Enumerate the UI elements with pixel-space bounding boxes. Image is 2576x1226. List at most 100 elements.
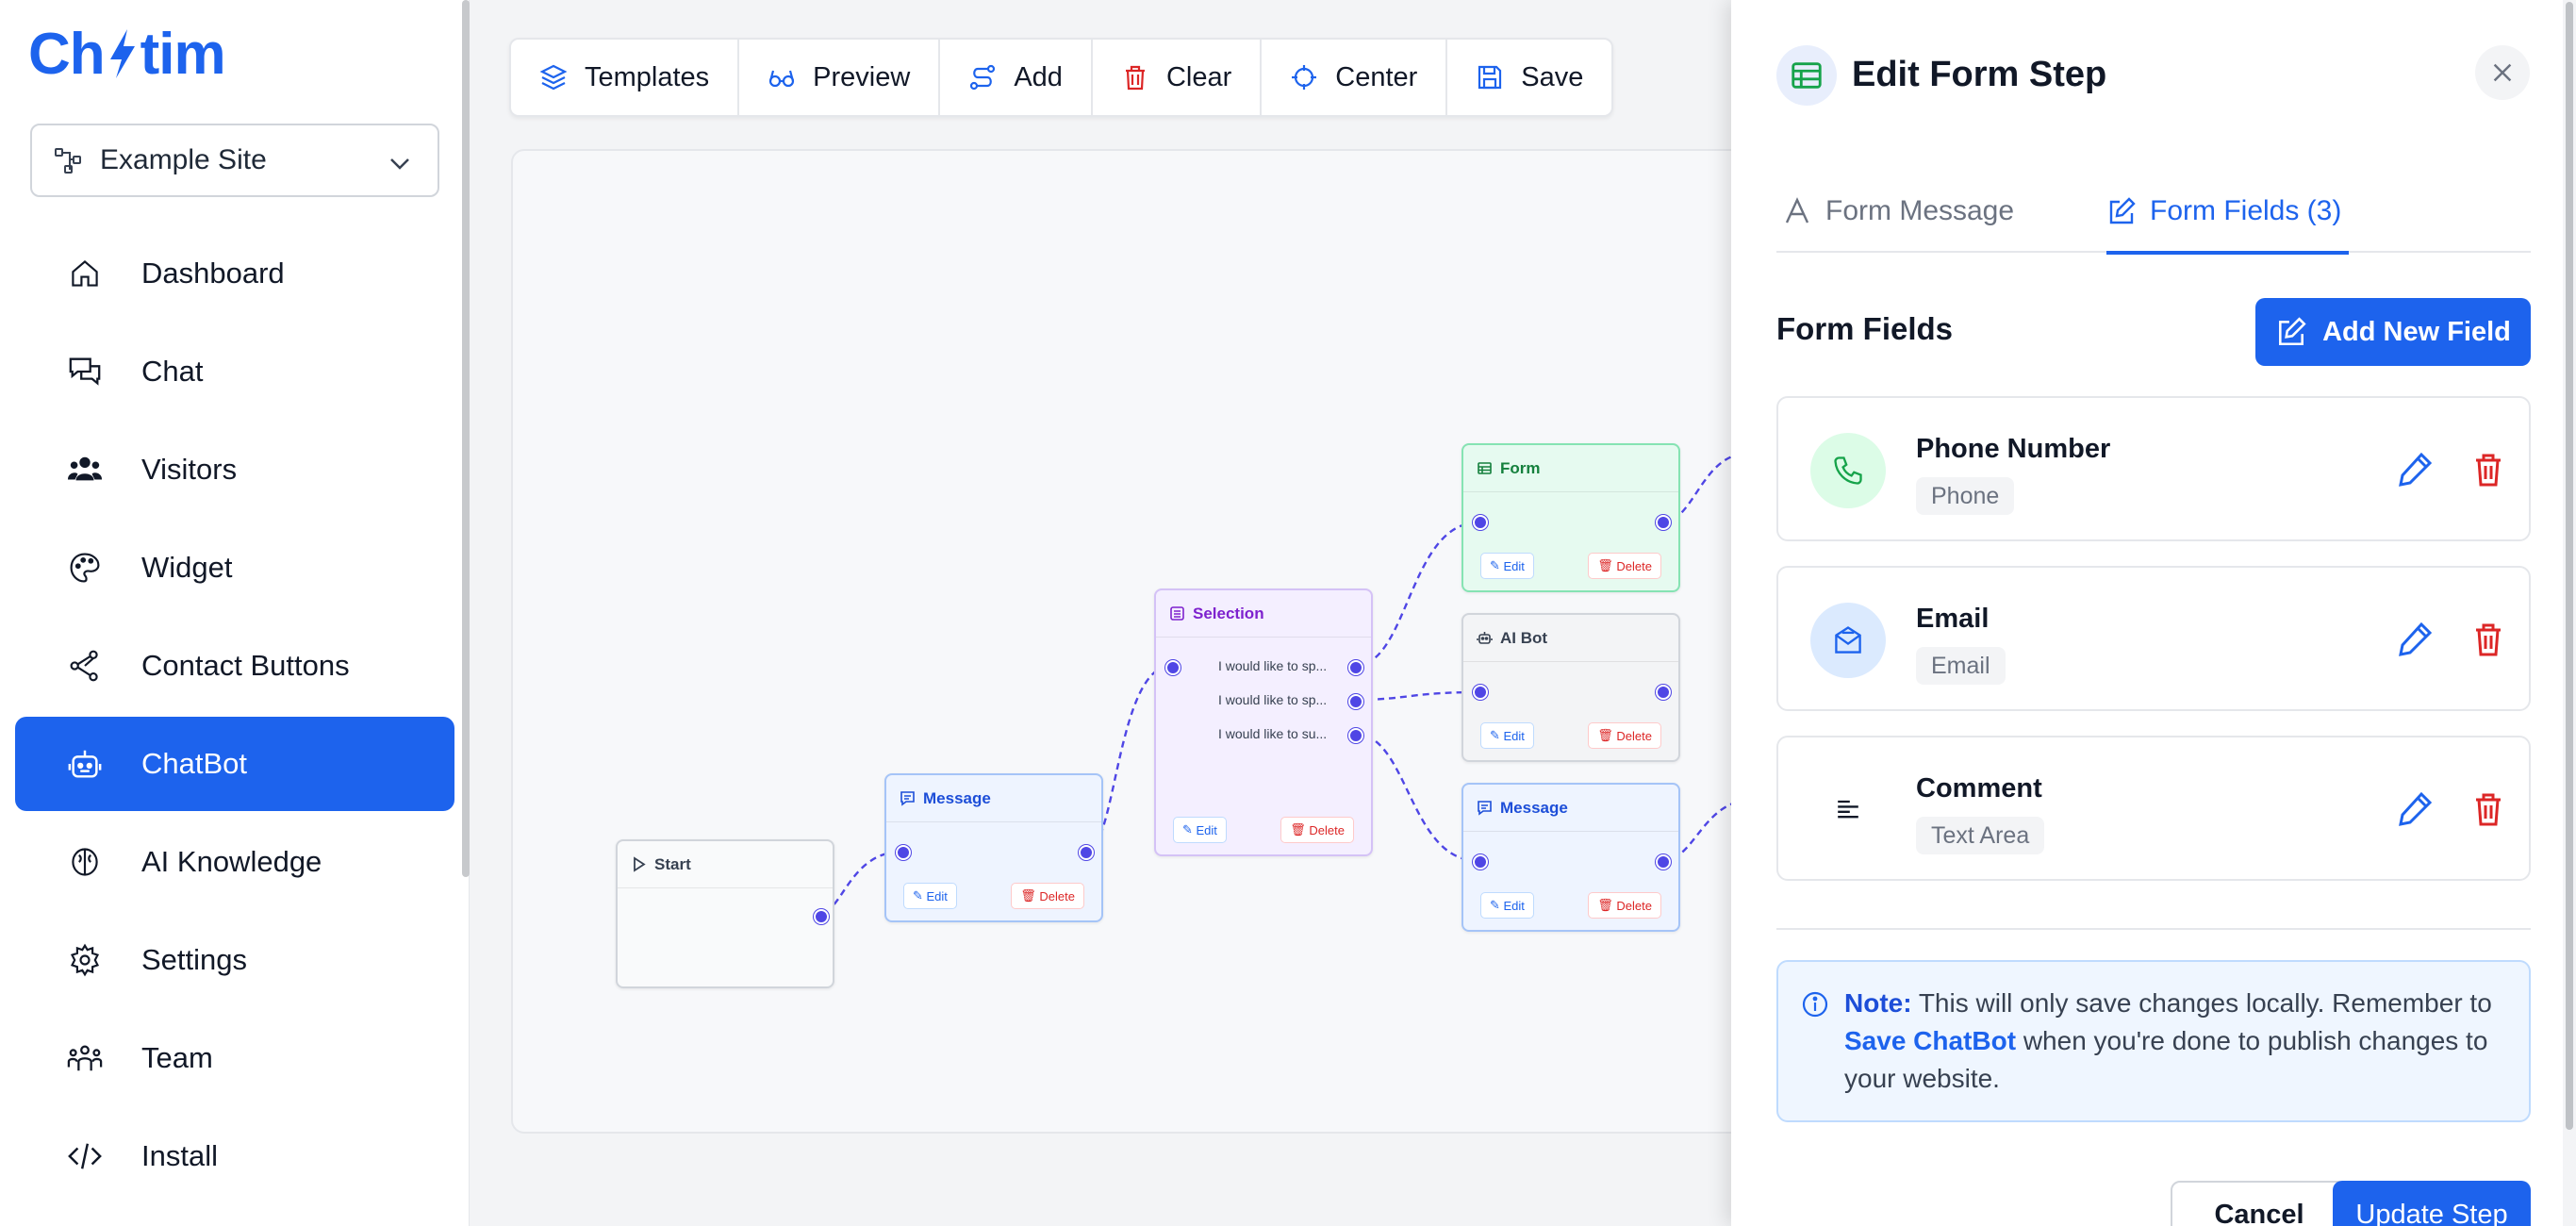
output-port[interactable] — [1656, 515, 1671, 530]
flow-canvas[interactable]: Start Message ✎ Edit 🗑 Delete Selection … — [511, 149, 1831, 1134]
sidebar-item-widget[interactable]: Widget — [15, 521, 454, 615]
edge-selection-form — [1354, 521, 1479, 668]
node-delete-button[interactable]: 🗑 Delete — [1280, 817, 1354, 843]
pencil-icon[interactable] — [2395, 620, 2435, 659]
field-card-email[interactable]: Email Email — [1776, 566, 2531, 711]
output-port[interactable] — [1348, 694, 1363, 709]
sidebar-item-chat[interactable]: Chat — [15, 324, 454, 419]
flow-node-ai-bot[interactable]: AI Bot ✎ Edit 🗑 Delete — [1461, 613, 1680, 762]
node-delete-button[interactable]: 🗑 Delete — [1588, 892, 1661, 919]
sidebar-item-visitors[interactable]: Visitors — [15, 422, 454, 517]
pen-square-icon — [2109, 197, 2136, 224]
scrollbar-thumb[interactable] — [2566, 2, 2573, 1130]
robot-icon — [1477, 632, 1493, 644]
sitemap-icon — [55, 148, 81, 174]
info-icon — [1802, 991, 1828, 1018]
site-selector[interactable]: Example Site — [30, 124, 439, 197]
list-icon — [1170, 606, 1184, 621]
clear-button[interactable]: Clear — [1093, 40, 1263, 115]
sidebar-item-label: Install — [141, 1139, 218, 1172]
field-type-badge: Text Area — [1916, 817, 2045, 854]
sidebar-item-dashboard[interactable]: Dashboard — [15, 226, 454, 321]
templates-button[interactable]: Templates — [511, 40, 740, 115]
cancel-button[interactable]: Cancel — [2171, 1181, 2348, 1226]
bolt-icon — [109, 29, 135, 78]
field-name: Comment — [1916, 773, 2042, 804]
node-edit-button[interactable]: ✎ Edit — [1480, 722, 1534, 749]
flow-node-message[interactable]: Message ✎ Edit 🗑 Delete — [1461, 783, 1680, 932]
sidebar-item-ai-knowledge[interactable]: AI Knowledge — [15, 815, 454, 909]
sidebar-item-label: Team — [141, 1041, 213, 1074]
layers-icon — [539, 64, 568, 91]
input-port[interactable] — [1473, 515, 1488, 530]
trash-icon[interactable] — [2469, 620, 2508, 659]
node-edit-button[interactable]: ✎ Edit — [1480, 892, 1534, 919]
palette-icon — [70, 553, 100, 583]
save-chatbot-link[interactable]: Save ChatBot — [1844, 1026, 2017, 1055]
trash-icon: 🗑 — [1020, 888, 1040, 903]
node-delete-button[interactable]: 🗑 Delete — [1011, 883, 1084, 909]
input-port[interactable] — [896, 845, 911, 860]
save-button[interactable]: Save — [1447, 40, 1611, 115]
output-port[interactable] — [1348, 660, 1363, 675]
sidebar-scrollbar[interactable] — [462, 0, 470, 877]
flow-node-form[interactable]: Form ✎ Edit 🗑 Delete — [1461, 443, 1680, 592]
close-button[interactable] — [2475, 45, 2530, 100]
input-port[interactable] — [1165, 660, 1181, 675]
sidebar-item-install[interactable]: Install — [15, 1109, 454, 1203]
output-port[interactable] — [1656, 854, 1671, 870]
chatim-logo[interactable]: Ch tim — [28, 21, 226, 87]
tab-label: Form Message — [1825, 195, 2015, 226]
node-header: Form — [1463, 445, 1678, 492]
output-port[interactable] — [1079, 845, 1094, 860]
gear-icon — [70, 943, 100, 977]
edge-selection-aibot — [1354, 690, 1479, 702]
sidebar-item-contact-buttons[interactable]: Contact Buttons — [15, 619, 454, 713]
note-text-1: This will only save changes locally. Rem… — [1918, 988, 2492, 1018]
sidebar-item-team[interactable]: Team — [15, 1011, 454, 1105]
node-edit-button[interactable]: ✎ Edit — [1173, 817, 1227, 843]
pencil-icon[interactable] — [2395, 450, 2435, 489]
flow-node-message[interactable]: Message ✎ Edit 🗑 Delete — [884, 773, 1103, 922]
trash-icon[interactable] — [2469, 450, 2508, 489]
field-card-phone[interactable]: Phone Number Phone — [1776, 396, 2531, 541]
add-new-field-button[interactable]: Add New Field — [2255, 298, 2531, 366]
node-edit-button[interactable]: ✎ Edit — [903, 883, 957, 909]
node-edit-button[interactable]: ✎ Edit — [1480, 553, 1534, 579]
edit-label: Edit — [1503, 558, 1525, 573]
output-port[interactable] — [814, 909, 829, 924]
sidebar-item-settings[interactable]: Settings — [15, 913, 454, 1007]
text-lines-icon — [1810, 772, 1886, 848]
flow-node-selection[interactable]: Selection I would like to sp... I would … — [1154, 588, 1373, 856]
trash-icon: 🗑 — [1597, 898, 1617, 912]
center-button[interactable]: Center — [1262, 40, 1448, 115]
node-delete-button[interactable]: 🗑 Delete — [1588, 722, 1661, 749]
update-step-button[interactable]: Update Step — [2333, 1181, 2531, 1226]
edit-icon: ✎ — [1182, 822, 1197, 837]
edit-form-step-panel: Edit Form Step Form Message Form Fields … — [1731, 0, 2576, 1226]
sidebar-item-chatbot[interactable]: ChatBot — [15, 717, 454, 811]
field-card-comment[interactable]: Comment Text Area — [1776, 736, 2531, 881]
preview-button[interactable]: Preview — [739, 40, 941, 115]
input-port[interactable] — [1473, 685, 1488, 700]
tab-form-fields[interactable]: Form Fields (3) — [2106, 170, 2350, 255]
output-port[interactable] — [1656, 685, 1671, 700]
node-delete-button[interactable]: 🗑 Delete — [1588, 553, 1661, 579]
sidebar-item-label: Chat — [141, 355, 204, 388]
pen-square-icon — [2279, 317, 2306, 346]
add-new-field-label: Add New Field — [2322, 316, 2511, 347]
flow-node-start[interactable]: Start — [616, 839, 834, 988]
output-port[interactable] — [1348, 728, 1363, 743]
divider — [1776, 928, 2531, 930]
tab-form-message[interactable]: Form Message — [1782, 170, 2014, 253]
node-header: Selection — [1156, 590, 1371, 638]
trash-icon[interactable] — [2469, 789, 2508, 829]
envelope-icon — [1810, 603, 1886, 678]
selection-option: I would like to sp... — [1218, 692, 1328, 707]
pencil-icon[interactable] — [2395, 789, 2435, 829]
node-header: Start — [618, 841, 833, 888]
selection-option: I would like to sp... — [1218, 658, 1328, 673]
add-button[interactable]: Add — [940, 40, 1093, 115]
panel-scrollbar[interactable] — [2563, 0, 2576, 1226]
input-port[interactable] — [1473, 854, 1488, 870]
